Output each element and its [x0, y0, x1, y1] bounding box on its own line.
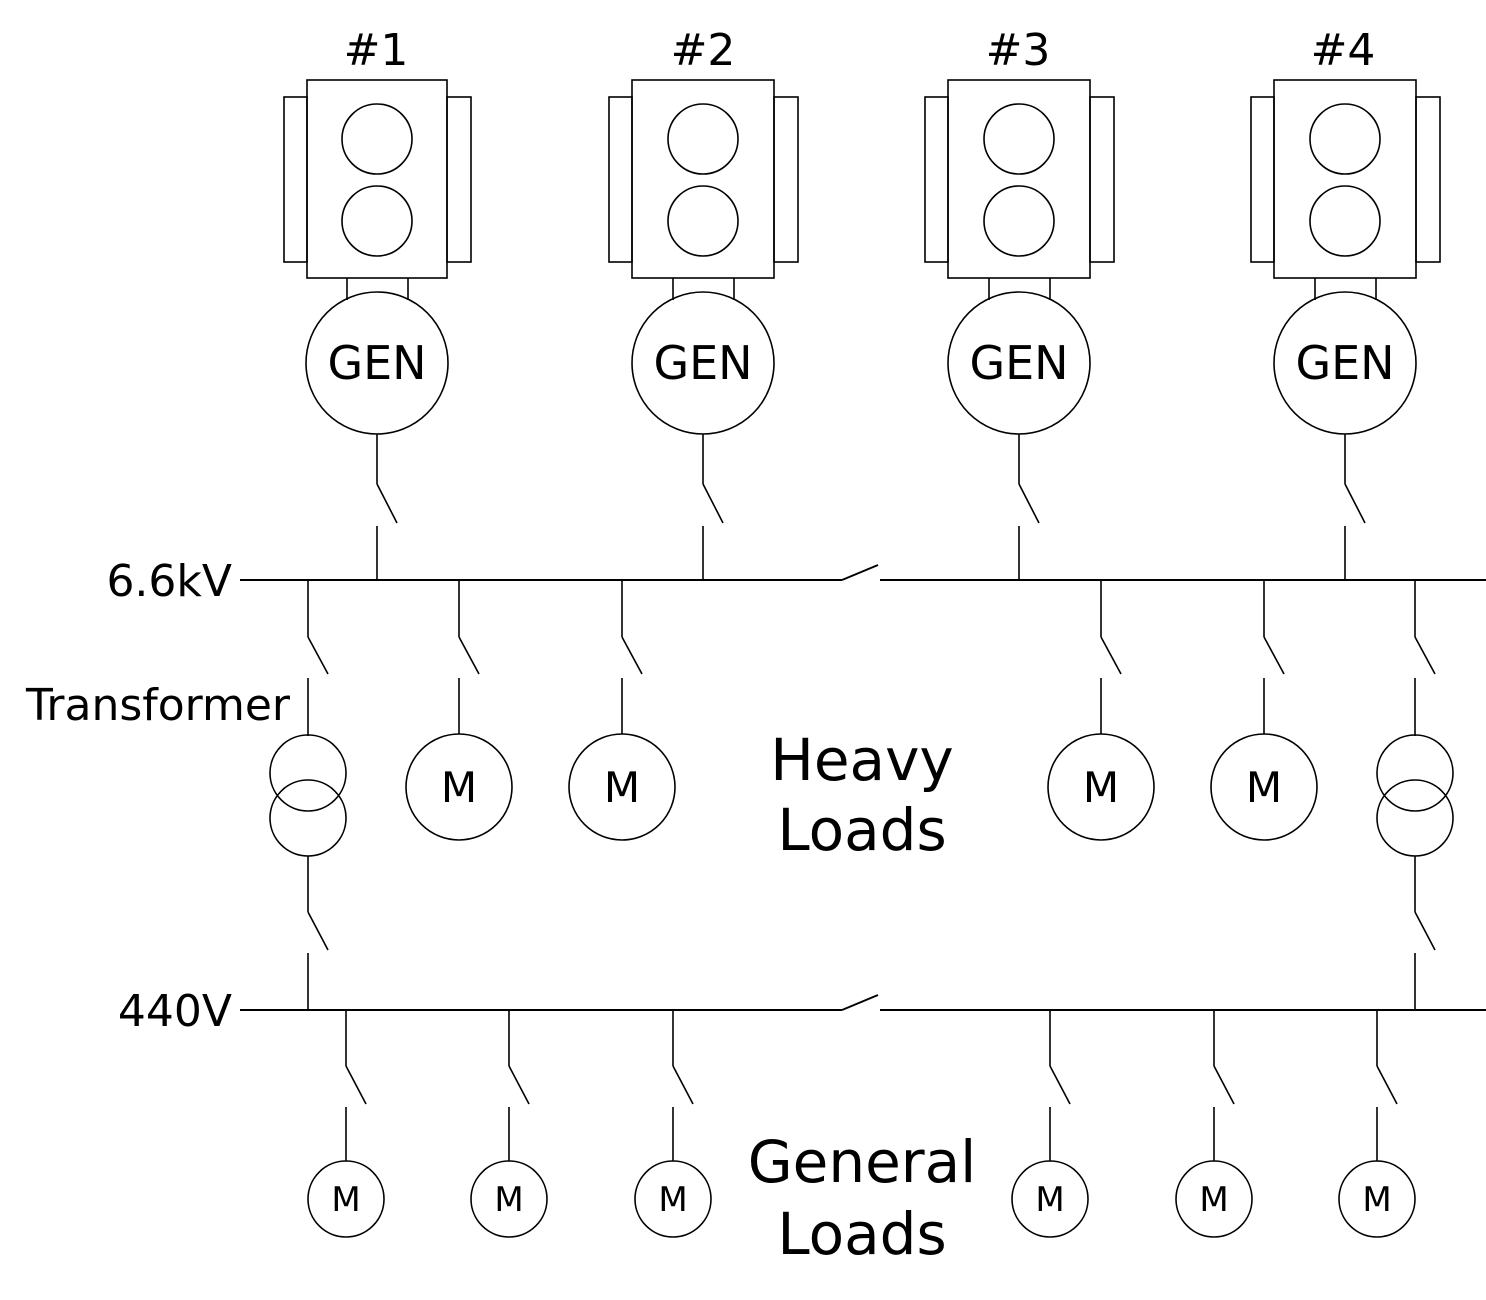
general-motor-3-symbol: M	[658, 1180, 687, 1220]
generator-3-label: #3	[986, 25, 1051, 76]
transformer-2-hv-breaker	[1414, 580, 1436, 736]
heavy-loads-label-line2: Loads	[777, 796, 946, 864]
generator-4-label: #4	[1311, 25, 1376, 76]
general-motor-1: M	[307, 1010, 385, 1238]
generator-2: GEN	[631, 291, 775, 435]
general-loads-label-line1: General	[748, 1128, 977, 1196]
general-motor-6: M	[1338, 1010, 1416, 1238]
generator-2-symbol-text: GEN	[653, 336, 752, 390]
transformer-2-lv-breaker	[1414, 856, 1436, 1010]
engine-3-symbol	[924, 79, 1115, 300]
general-motor-4: M	[1011, 1010, 1089, 1238]
generator-1-breaker	[376, 434, 398, 580]
heavy-motor-1-symbol: M	[441, 763, 477, 812]
bus-6-6kv	[240, 564, 1486, 581]
transformer-1-lv-breaker	[307, 856, 329, 1010]
heavy-motor-1: M	[405, 580, 513, 841]
transformer-1	[269, 734, 347, 857]
bus-6-6kv-label: 6.6kV	[106, 556, 232, 607]
generator-3-breaker	[1018, 434, 1040, 580]
general-motor-2: M	[470, 1010, 548, 1238]
generator-4: GEN	[1273, 291, 1417, 435]
generator-3: GEN	[947, 291, 1091, 435]
generator-4-breaker	[1344, 434, 1366, 580]
general-motor-4-symbol: M	[1035, 1180, 1064, 1220]
heavy-motor-3-symbol: M	[1083, 763, 1119, 812]
transformer-1-hv-breaker	[307, 580, 329, 736]
heavy-loads-label-line1: Heavy	[770, 726, 954, 794]
heavy-motor-2-symbol: M	[604, 763, 640, 812]
bus-440v-label: 440V	[118, 986, 232, 1037]
heavy-motor-2: M	[568, 580, 676, 841]
heavy-motor-4: M	[1210, 580, 1318, 841]
general-motor-1-symbol: M	[331, 1180, 360, 1220]
engine-4-symbol	[1250, 79, 1441, 300]
transformer-label: Transformer	[25, 680, 291, 731]
general-motor-5: M	[1175, 1010, 1253, 1238]
bus-440v	[240, 994, 1486, 1011]
heavy-motor-3: M	[1047, 580, 1155, 841]
general-motor-6-symbol: M	[1362, 1180, 1391, 1220]
generator-2-label: #2	[671, 25, 736, 76]
generator-1: GEN	[305, 291, 449, 435]
generator-4-symbol-text: GEN	[1295, 336, 1394, 390]
general-motor-5-symbol: M	[1199, 1180, 1228, 1220]
generator-1-symbol-text: GEN	[327, 336, 426, 390]
transformer-2	[1376, 734, 1454, 857]
generator-3-symbol-text: GEN	[969, 336, 1068, 390]
general-motor-2-symbol: M	[494, 1180, 523, 1220]
general-motor-3: M	[634, 1010, 712, 1238]
engine-1-symbol	[283, 79, 472, 300]
generator-1-label: #1	[344, 25, 409, 76]
generator-2-breaker	[702, 434, 724, 580]
general-loads-label-line2: Loads	[777, 1200, 946, 1268]
heavy-motor-4-symbol: M	[1246, 763, 1282, 812]
engine-2-symbol	[608, 79, 799, 300]
